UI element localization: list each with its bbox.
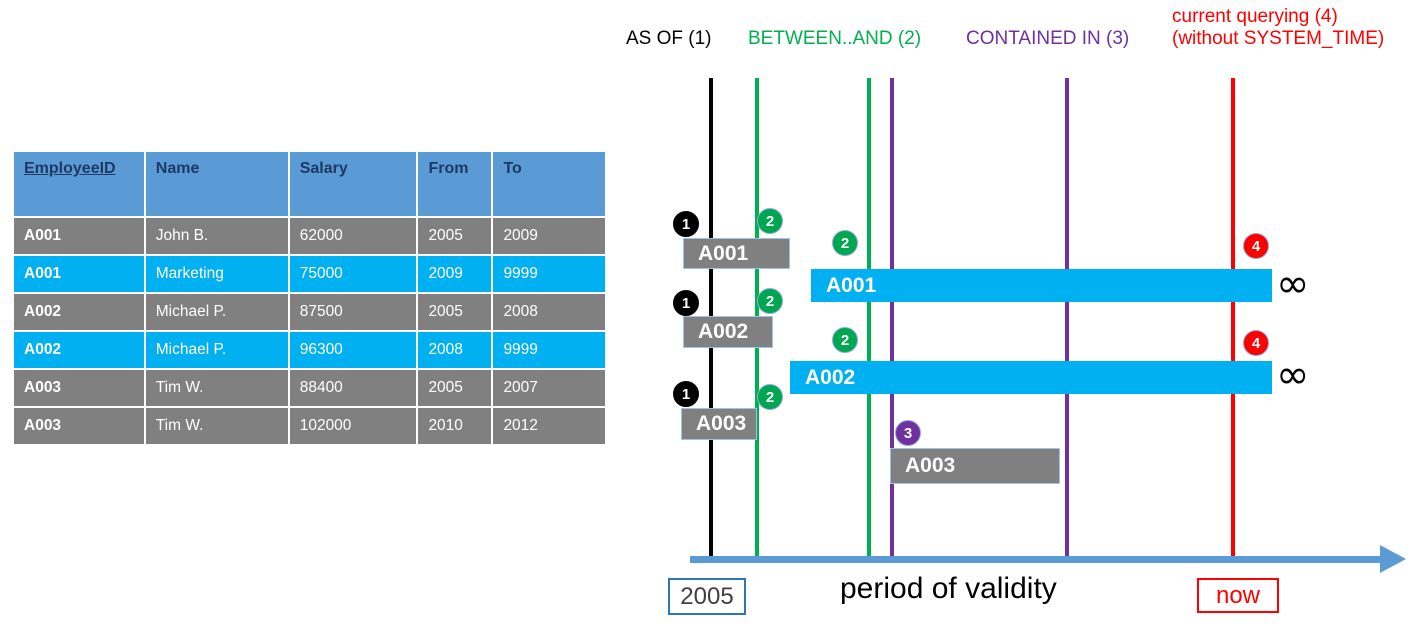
cell-name: Tim W. [145,408,288,444]
column-header-name: Name [145,152,288,216]
bar-a002-historical: A002 [683,316,773,348]
legend-current-querying-line2: (without SYSTEM_TIME) [1172,28,1385,49]
table-row: A002 Michael P. 87500 2005 2008 [14,294,605,330]
infinity-icon-row2: ∞ [1276,352,1310,398]
marker-4-row1: 4 [1243,233,1269,259]
cell-from: 2005 [418,294,492,330]
bar-a001-historical: A001 [683,238,790,269]
bar-a003-historical-late: A003 [890,448,1060,484]
cell-salary: 102000 [289,408,417,444]
cell-salary: 88400 [289,370,417,406]
marker-1-row3: 1 [673,381,699,407]
vline-contained-start-purple [890,78,894,562]
column-header-employeeid-label: EmployeeID [24,160,116,177]
cell-to: 2007 [493,370,605,406]
table-row: A003 Tim W. 88400 2005 2007 [14,370,605,406]
axis-caption: period of validity [840,572,1057,605]
cell-employeeid: A002 [14,332,144,368]
marker-1-row1: 1 [673,211,699,237]
infinity-icon-row1: ∞ [1276,261,1310,307]
column-header-from: From [418,152,492,216]
table-row: A001 Marketing 75000 2009 9999 [14,256,605,292]
marker-2-row3-gray: 2 [757,384,783,410]
cell-salary: 62000 [289,218,417,254]
bar-a002-current: A002 [790,361,1272,394]
cell-employeeid: A003 [14,408,144,444]
cell-name: Michael P. [145,332,288,368]
bar-a003-historical-early: A003 [681,408,757,440]
legend-current-querying-line1: current querying (4) [1172,6,1338,27]
column-header-employeeid: EmployeeID [14,152,144,216]
cell-to: 2008 [493,294,605,330]
marker-2-row1-cyan: 2 [832,230,858,256]
cell-from: 2008 [418,332,492,368]
cell-to: 2012 [493,408,605,444]
cell-to: 2009 [493,218,605,254]
cell-to: 9999 [493,332,605,368]
marker-1-row2: 1 [673,290,699,316]
marker-2-row1-gray: 2 [757,208,783,234]
column-header-to: To [493,152,605,216]
cell-name: Tim W. [145,370,288,406]
legend-between-and: BETWEEN..AND (2) [748,28,922,49]
cell-salary: 75000 [289,256,417,292]
cell-employeeid: A003 [14,370,144,406]
column-header-salary: Salary [289,152,417,216]
marker-2-row2-cyan: 2 [832,327,858,353]
cell-employeeid: A001 [14,218,144,254]
cell-employeeid: A002 [14,294,144,330]
timeline-arrow-icon [1380,545,1406,573]
cell-salary: 87500 [289,294,417,330]
table-row: A001 John B. 62000 2005 2009 [14,218,605,254]
timeline-axis [690,556,1390,563]
table-header-row: EmployeeID Name Salary From To [14,152,605,216]
axis-now-label: now [1197,578,1279,613]
cell-from: 2005 [418,218,492,254]
marker-3-row3: 3 [895,420,921,446]
table-row: A003 Tim W. 102000 2010 2012 [14,408,605,444]
cell-salary: 96300 [289,332,417,368]
vline-now-red [1231,78,1235,562]
cell-name: Michael P. [145,294,288,330]
cell-to: 9999 [493,256,605,292]
marker-2-row2-gray: 2 [757,288,783,314]
cell-from: 2005 [418,370,492,406]
table-row: A002 Michael P. 96300 2008 9999 [14,332,605,368]
cell-from: 2009 [418,256,492,292]
cell-name: John B. [145,218,288,254]
vline-between-end-green [867,78,871,562]
legend-as-of: AS OF (1) [626,28,712,49]
cell-from: 2010 [418,408,492,444]
bar-a001-current: A001 [811,269,1272,302]
temporal-employee-table: EmployeeID Name Salary From To A001 John… [12,150,607,446]
marker-4-row2: 4 [1243,330,1269,356]
axis-start-label: 2005 [668,578,746,615]
cell-employeeid: A001 [14,256,144,292]
legend-contained-in: CONTAINED IN (3) [966,28,1130,49]
cell-name: Marketing [145,256,288,292]
vline-contained-end-purple [1065,78,1069,562]
